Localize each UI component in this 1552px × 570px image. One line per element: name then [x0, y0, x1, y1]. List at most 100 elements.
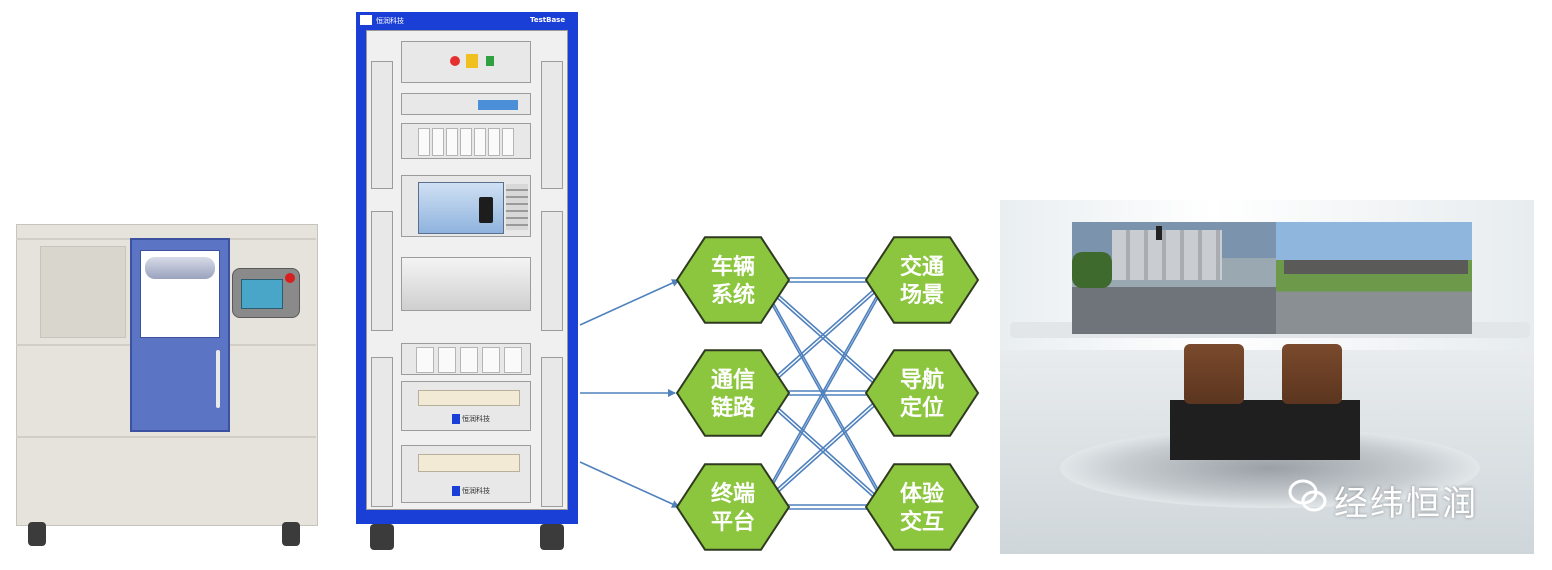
hexagon-label: 交互: [900, 509, 944, 535]
simulator-screen-left: [1072, 222, 1276, 334]
io-slot: [502, 128, 514, 156]
rack-power-unit: [401, 41, 531, 83]
rack-drawer: [401, 257, 531, 311]
city-buildings: [1112, 230, 1222, 280]
switch-display: [478, 100, 518, 110]
instrument-screen: [418, 182, 504, 234]
rack-side-panel-left-3: [371, 357, 393, 507]
hexagon-shape: [675, 349, 791, 437]
hex-connector-arrow: [763, 289, 892, 518]
hex-connector-arrow: [763, 273, 892, 388]
hexagon-label: 车辆: [711, 254, 755, 280]
hexagon-shape: [864, 463, 980, 551]
hexagon-label: 通信: [711, 367, 755, 393]
hexagon-label: 导航: [900, 367, 944, 393]
card-slot: [504, 347, 522, 373]
rack-to-hex-arrow: [579, 279, 680, 326]
hexagon-label: 链路: [711, 395, 756, 421]
hex-connector-arrow: [763, 386, 892, 502]
hex-connector-arrow: [763, 273, 892, 502]
hex-connector-arrow: [763, 277, 892, 392]
simulator-base: [1170, 400, 1360, 460]
driving-simulator: 经纬恒润: [1000, 200, 1534, 554]
io-slot: [488, 128, 500, 156]
tree-line: [1072, 252, 1112, 288]
power-button-icon: [466, 54, 478, 68]
rack-wheel-left: [370, 524, 394, 550]
seat-right: [1282, 344, 1342, 404]
rack-logo-icon: [360, 15, 372, 25]
power-switch-icon: [450, 56, 460, 66]
card-slot: [482, 347, 500, 373]
chamber-lower-line: [16, 436, 316, 438]
card-slot: [416, 347, 434, 373]
hex-connector-arrow: [763, 269, 892, 498]
rack-compute-unit-1: 恒润科技: [401, 381, 531, 431]
hexagon-shape: [864, 349, 980, 437]
hex-connector-arrow: [763, 281, 892, 396]
rack-side-panel-right-1: [541, 61, 563, 189]
module-logo-icon: [452, 486, 460, 496]
test-rack: 恒润科技 TestBase: [356, 12, 578, 552]
io-slot: [460, 128, 472, 156]
hexagon-label: 场景: [900, 283, 944, 308]
emergency-stop-icon: [285, 273, 295, 283]
rack-brand-right: TestBase: [530, 16, 566, 24]
rack-card-chassis: [401, 343, 531, 375]
hexagon-shape: [675, 463, 791, 551]
hexagon-label: 体验: [900, 481, 944, 507]
rack-instrument: [401, 175, 531, 237]
hexagon-label: 终端: [711, 481, 755, 507]
hexagon-label: 定位: [900, 395, 944, 421]
hexagon-label: 平台: [711, 509, 755, 535]
watermark-text: 经纬恒润: [1334, 484, 1478, 524]
rack-io-chassis: [401, 123, 531, 159]
overpass-bridge: [1284, 260, 1468, 274]
hex-connector-arrow: [763, 398, 892, 514]
door-window: [140, 250, 220, 338]
instrument-keypad: [506, 184, 528, 230]
card-slot: [460, 347, 478, 373]
chamber-door: [130, 238, 230, 432]
card-slot: [438, 347, 456, 373]
simulator-screen-right: [1276, 222, 1472, 334]
rack-interior: 恒润科技 恒润科技: [366, 30, 568, 510]
vent-grille: [418, 390, 520, 406]
hexagon-shape: [675, 236, 791, 324]
rack-compute-unit-2: 恒润科技: [401, 445, 531, 503]
chamber-wheel-left: [28, 522, 46, 546]
control-pad-screen: [241, 279, 283, 309]
test-chamber: [16, 224, 318, 546]
hexagon-shape: [864, 236, 980, 324]
rack-to-hex-arrow: [579, 461, 680, 508]
module-logo-icon: [452, 414, 460, 424]
rack-side-panel-right-2: [541, 211, 563, 331]
module-brand-1: 恒润科技: [462, 415, 490, 423]
robot-arm: [145, 257, 215, 279]
vent-grille: [418, 454, 520, 472]
hex-connector-arrow: [763, 394, 892, 510]
hex-connector-arrow: [763, 285, 892, 400]
wechat-icon: [1288, 476, 1328, 516]
rack-side-panel-left-2: [371, 211, 393, 331]
io-slot: [432, 128, 444, 156]
chamber-wheel-right: [282, 522, 300, 546]
io-slot: [474, 128, 486, 156]
chamber-left-panel: [40, 246, 126, 338]
rack-switch-unit: [401, 93, 531, 115]
io-slot: [446, 128, 458, 156]
rack-side-panel-left-1: [371, 61, 393, 189]
module-brand-2: 恒润科技: [462, 487, 490, 495]
rack-side-panel-right-3: [541, 357, 563, 507]
io-slot: [418, 128, 430, 156]
hex-connector-arrow: [763, 390, 892, 506]
rack-wheel-right: [540, 524, 564, 550]
hex-connector-arrow: [763, 285, 892, 514]
